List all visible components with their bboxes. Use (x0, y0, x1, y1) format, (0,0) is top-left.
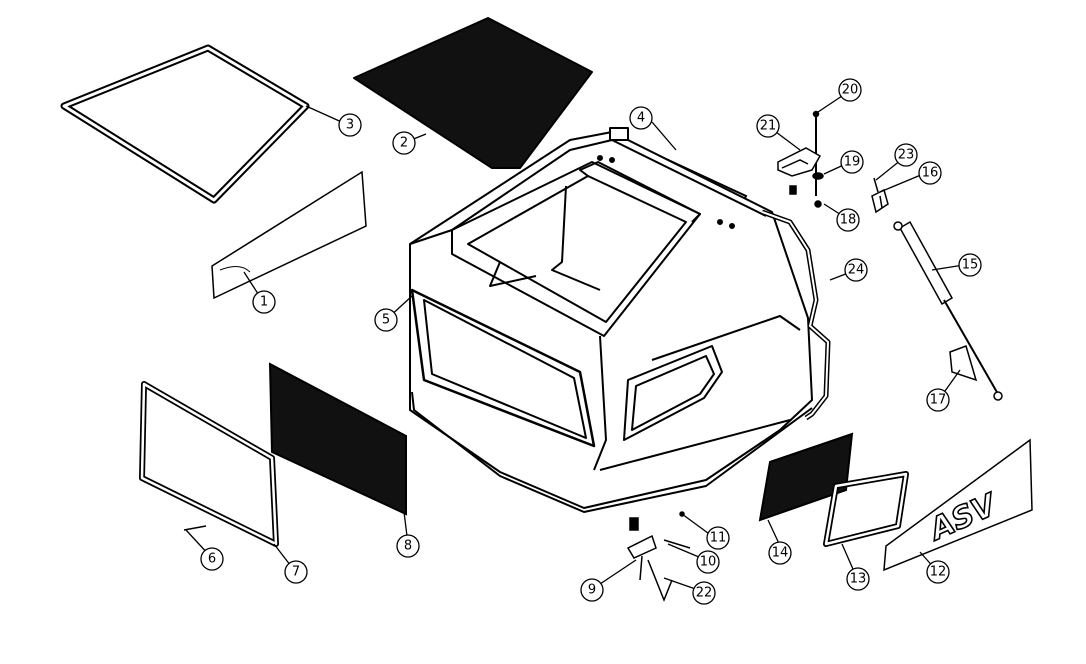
svg-text:12: 12 (930, 565, 947, 580)
svg-text:17: 17 (930, 393, 947, 408)
svg-text:13: 13 (850, 572, 867, 587)
part-21-latch-assembly (777, 110, 824, 208)
callout-11: 11 (706, 526, 730, 550)
svg-text:18: 18 (840, 213, 857, 228)
callout-group: 1 2 3 4 5 6 7 8 9 10 11 12 13 14 15 16 1… (185, 78, 982, 605)
part-15-gas-strut (893, 220, 1003, 401)
callout-2: 2 (392, 131, 416, 155)
svg-text:24: 24 (848, 263, 865, 278)
part-7-side-seal (139, 381, 279, 547)
svg-text:8: 8 (404, 539, 412, 554)
part-8-side-panel (268, 362, 407, 516)
callout-24: 24 (844, 258, 868, 282)
callout-22: 22 (692, 581, 716, 605)
callout-7: 7 (284, 560, 308, 584)
svg-text:1: 1 (260, 295, 268, 310)
svg-text:7: 7 (292, 565, 300, 580)
svg-text:2: 2 (400, 136, 408, 151)
callout-3: 3 (338, 113, 362, 137)
callout-6: 6 (200, 547, 224, 571)
callout-1: 1 (252, 290, 276, 314)
callout-15: 15 (958, 253, 982, 277)
callout-5: 5 (374, 308, 398, 332)
callout-12: 12 (926, 560, 950, 584)
part-16-pivot-bracket (871, 177, 889, 214)
part-3-roof-seal (60, 44, 310, 204)
callout-4: 4 (629, 106, 653, 130)
svg-text:6: 6 (208, 552, 216, 567)
callout-13: 13 (846, 567, 870, 591)
callout-10: 10 (696, 550, 720, 574)
svg-text:4: 4 (637, 111, 645, 126)
part-13-rear-seal (823, 471, 909, 547)
svg-text:11: 11 (710, 531, 727, 546)
svg-text:5: 5 (382, 313, 390, 328)
callout-19: 19 (840, 150, 864, 174)
part-2-roof-panel (353, 17, 593, 169)
callout-18: 18 (836, 208, 860, 232)
part-1-roof-liner (211, 170, 367, 300)
svg-text:14: 14 (772, 546, 789, 561)
part-5-cab-body (409, 127, 813, 513)
svg-text:16: 16 (922, 166, 939, 181)
callout-16: 16 (918, 161, 942, 185)
svg-text:15: 15 (962, 258, 979, 273)
part-17-bracket (949, 345, 978, 382)
svg-text:23: 23 (898, 148, 915, 163)
svg-text:10: 10 (700, 555, 717, 570)
callout-20: 20 (838, 78, 862, 102)
callout-9: 9 (580, 578, 604, 602)
callout-14: 14 (768, 541, 792, 565)
part-6-pin (183, 525, 207, 531)
part-14-rear-glass (758, 432, 854, 522)
callout-17: 17 (926, 388, 950, 412)
callout-23: 23 (894, 143, 918, 167)
part-9-door-handle (626, 511, 691, 603)
part-12-decal-panel: ASV (883, 438, 1033, 572)
callout-21: 21 (756, 114, 780, 138)
callout-8: 8 (396, 534, 420, 558)
svg-text:22: 22 (696, 586, 713, 601)
svg-text:20: 20 (842, 83, 859, 98)
svg-text:21: 21 (760, 119, 777, 134)
svg-text:3: 3 (346, 118, 354, 133)
svg-text:19: 19 (844, 155, 861, 170)
svg-text:9: 9 (588, 583, 596, 598)
